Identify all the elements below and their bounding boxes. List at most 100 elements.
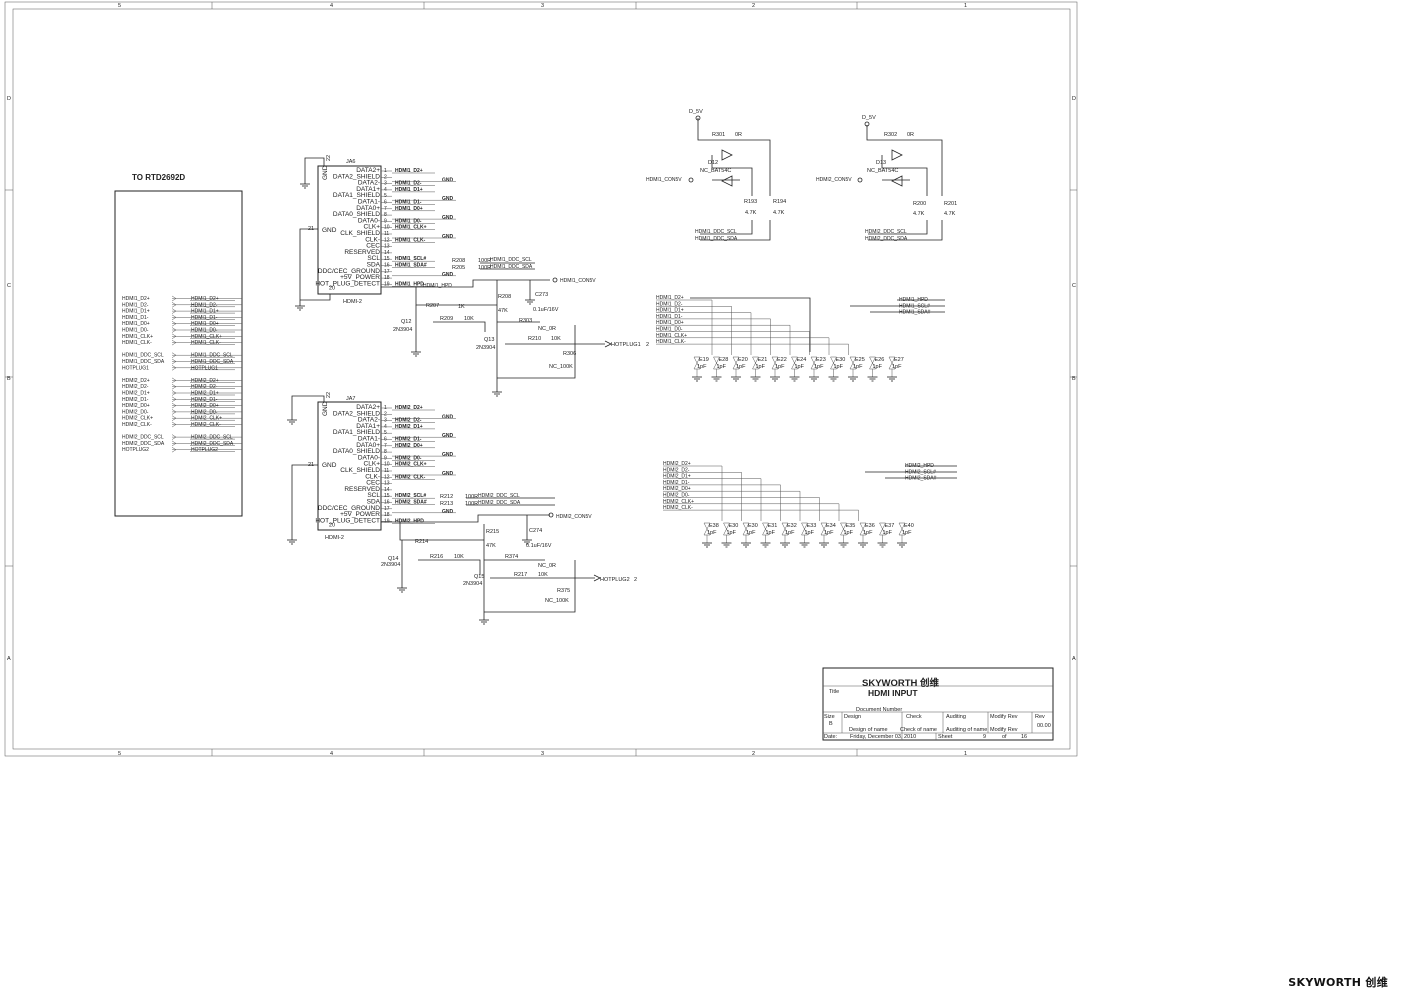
esd-value: 1pF	[717, 364, 727, 370]
connector-pin-name: DATA0_SHIELD	[333, 211, 380, 218]
connector-pin-name: CLK-	[365, 236, 380, 243]
sheet-value: 9	[983, 734, 986, 740]
esd-ref: E23	[816, 357, 826, 363]
connector-net-label: HDMI1_D2-	[395, 181, 422, 187]
esd-bank-hdmi2: HDMI2_D2+HDMI2_D2-HDMI2_D1+HDMI2_D1-HDMI…	[663, 461, 937, 548]
esd-ref: E35	[846, 523, 856, 529]
border-col-top: 1	[964, 3, 967, 9]
hdmi2-connector-body	[317, 401, 382, 531]
border-row-right: D	[1072, 96, 1076, 102]
pwr2-r201: R201	[944, 201, 957, 207]
esd-value: 1pF	[883, 530, 893, 536]
connector-gnd-net: GND	[442, 433, 454, 439]
pwr1-r301-value: 0R	[735, 132, 742, 138]
connector-gnd-net: GND	[442, 215, 454, 221]
esd-net-label-right: HDMI2_SCL#	[905, 469, 936, 475]
esd-ref: E27	[894, 357, 904, 363]
date-label: Date:	[824, 734, 838, 740]
hp2-r216-value: 10K	[454, 554, 464, 560]
esd-ref: E20	[738, 357, 748, 363]
connector-pin-name: CLK_SHIELD	[340, 467, 380, 474]
hdmi2-5v-circuit: D_5V R302 0R D13 NC_BAT54C HDMI2_CON5V R…	[816, 115, 957, 242]
esd-value: 1pF	[746, 530, 756, 536]
mcu-net-label: HDMI1_D0-	[191, 328, 218, 334]
esd-value: 1pF	[834, 364, 844, 370]
check-label: Check	[906, 714, 922, 720]
connector-net-label: HDMI2_D2-	[395, 418, 422, 424]
esd-ref: E28	[719, 357, 729, 363]
design-label: Design	[844, 714, 861, 720]
connector-gnd-net: GND	[442, 196, 454, 202]
connector-net-label: HDMI1_CLK+	[395, 225, 427, 231]
hp2-c274: C274	[529, 528, 542, 534]
border-col-top: 5	[118, 3, 121, 9]
pwr1-r301: R301	[712, 132, 725, 138]
of-value: 16	[1021, 734, 1027, 740]
esd-value: 1pF	[756, 364, 766, 370]
ddc2-rv: 100R	[465, 494, 478, 500]
esd-ref: E24	[797, 357, 807, 363]
connector-pin-name: DATA2_SHIELD	[333, 410, 380, 417]
hp2-q14: Q14	[388, 556, 398, 562]
hp2-output-label: HOTPLUG2	[600, 577, 630, 583]
connector-pin-name: DATA0-	[358, 217, 380, 224]
connector-pin-name: RESERVED	[344, 486, 380, 493]
hp2-r216: R216	[430, 554, 443, 560]
ddc1-r2: R205	[452, 265, 465, 271]
pwr1-r194: R194	[773, 199, 786, 205]
mcu-pin-label: HOTPLUG1	[122, 365, 149, 371]
ddc2-sda: HDMI2_DDC_SDA	[478, 500, 521, 506]
hp1-r303-value: NC_0R	[538, 326, 556, 332]
esd-ref: E25	[855, 357, 865, 363]
mcu-net-label: HDMI1_D2+	[191, 296, 219, 302]
ground-symbols	[287, 183, 535, 625]
size-label: Size	[824, 714, 835, 720]
mcu-net-label: HDMI1_DDC_SCL	[191, 353, 233, 359]
esd-ref: E26	[875, 357, 885, 363]
esd-value: 1pF	[795, 364, 805, 370]
esd-net-label: HDMI2_D1+	[663, 474, 691, 480]
esd-net-label: HDMI2_CLK+	[663, 499, 694, 505]
connector-pin-name: DATA0_SHIELD	[333, 448, 380, 455]
pwr2-r200-value: 4.7K	[913, 211, 925, 217]
connector-pin-name: CLK-	[365, 473, 380, 480]
modify-rev-value: Modify Rev	[990, 727, 1018, 733]
mcu-net-label: HDMI2_CLK-	[191, 422, 221, 428]
connector-net-label: HDMI2_CLK+	[395, 462, 427, 468]
wiring	[291, 118, 957, 620]
connector-gnd-net: GND	[442, 471, 454, 477]
esd-ref: E34	[826, 523, 836, 529]
document-number-label: Document Number	[856, 707, 902, 713]
esd-ref: E30	[729, 523, 739, 529]
esd-ref: E36	[865, 523, 875, 529]
pwr1-sda: HDMI1_DDC_SDA	[695, 236, 738, 242]
connector-pin-name: SDA	[367, 499, 381, 506]
mcu-pin-label: HDMI2_D0+	[122, 403, 150, 409]
mcu-pin-label: HOTPLUG2	[122, 447, 149, 453]
rev-label: Rev	[1035, 714, 1045, 720]
connector-net-label: HDMI1_D0-	[395, 218, 422, 224]
mcu-net-label: HDMI2_D1+	[191, 391, 219, 397]
hp1-r209: R209	[440, 316, 453, 322]
esd-ref: E30	[748, 523, 758, 529]
border-col-top: 3	[541, 3, 544, 9]
border-col-bottom: 1	[964, 751, 967, 757]
hdmi1-gnd-label-2: GND	[322, 227, 337, 234]
hp2-c274-value: 0.1uF/16V	[526, 543, 552, 549]
connector-net-label: HDMI1_D0+	[395, 206, 423, 212]
esd-ref: E30	[836, 357, 846, 363]
hp1-r207-value: 1K	[458, 304, 465, 310]
pwr1-rail: D_5V	[689, 109, 703, 115]
connector-gnd-net: GND	[442, 414, 454, 420]
esd-net-label: HDMI1_D2-	[656, 301, 683, 307]
connector-gnd-net: GND	[442, 452, 454, 458]
hp1-con5v: HDMI1_CON5V	[560, 278, 596, 284]
esd-net-label: HDMI2_D0-	[663, 493, 690, 499]
sheet-label: Sheet	[938, 734, 953, 740]
connector-pin-name: DATA2+	[356, 167, 380, 174]
connector-pin-name: DATA0-	[358, 454, 380, 461]
rev-value: 00.00	[1037, 723, 1051, 729]
pwr2-rail: D_5V	[862, 115, 876, 121]
